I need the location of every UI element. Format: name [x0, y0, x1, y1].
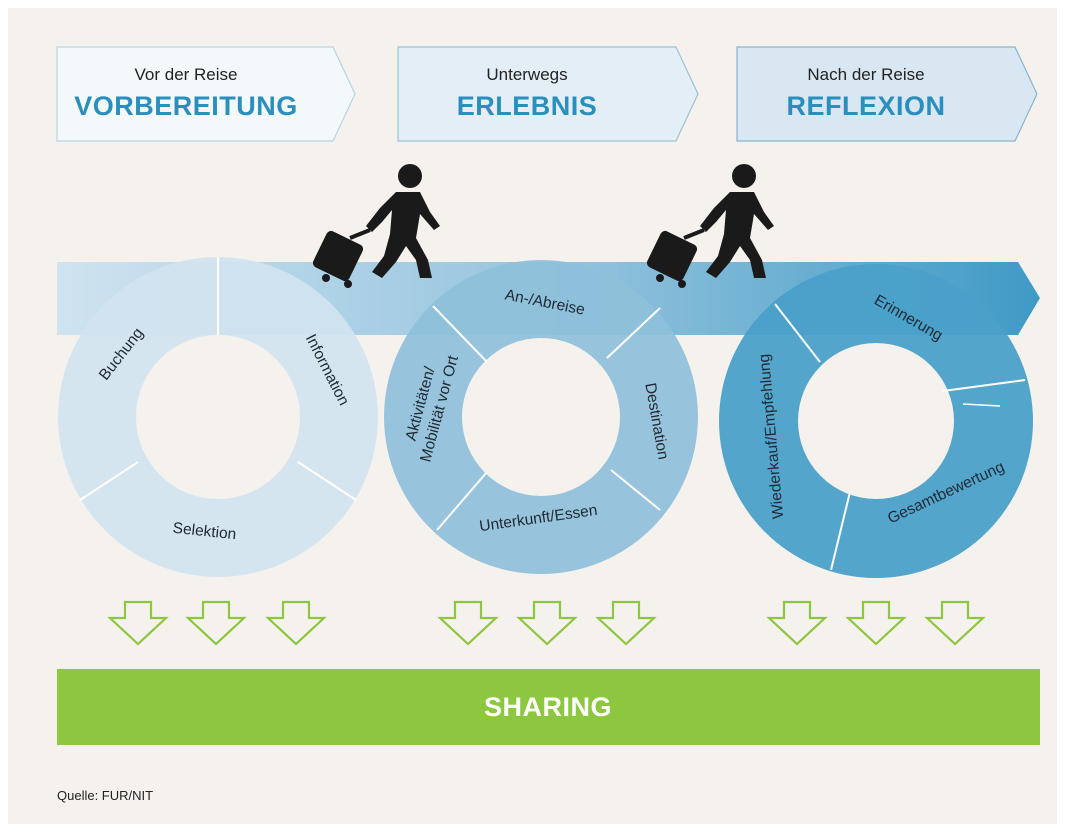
segment-selektion: Selektion	[172, 520, 237, 544]
arrow-down-icon	[595, 600, 657, 646]
down-arrows	[107, 600, 986, 646]
arrow-down-icon	[437, 600, 499, 646]
arrow-down-icon	[185, 600, 247, 646]
phase-title: ERLEBNIS	[457, 91, 598, 121]
cycle-ring-2	[384, 260, 698, 574]
sharing-bar	[57, 669, 1040, 745]
cycle-erlebnis: An-/Abreise Destination Unterkunft/Essen…	[384, 260, 698, 574]
cycle-ring-3	[719, 264, 1033, 578]
phase-subtitle: Vor der Reise	[135, 65, 238, 84]
arrow-down-icon	[766, 600, 828, 646]
phase-header-2: Unterwegs ERLEBNIS	[397, 46, 699, 142]
phase-subtitle: Nach der Reise	[807, 65, 924, 84]
phase-header-1: Vor der Reise VORBEREITUNG	[56, 46, 356, 142]
arrow-down-icon	[265, 600, 327, 646]
sharing-label: SHARING	[484, 692, 612, 722]
traveler-with-suitcase-icon	[646, 164, 774, 288]
cycle-vorbereitung: Buchung Information Selektion	[58, 257, 378, 577]
arrow-down-icon	[516, 600, 578, 646]
arrow-down-icon	[924, 600, 986, 646]
arrow-down-icon	[845, 600, 907, 646]
phase-subtitle: Unterwegs	[486, 65, 567, 84]
cycle-ring-1	[58, 257, 378, 577]
phase-title: VORBEREITUNG	[74, 91, 298, 121]
source-note: Quelle: FUR/NIT	[57, 788, 153, 803]
traveler-with-suitcase-icon	[312, 164, 440, 288]
arrow-down-icon	[107, 600, 169, 646]
cycle-reflexion: Erinnerung Gesamtbewertung Wiederkauf/Em…	[719, 264, 1033, 578]
phase-title: REFLEXION	[786, 91, 945, 121]
phase-header-3: Nach der Reise REFLEXION	[736, 46, 1038, 142]
